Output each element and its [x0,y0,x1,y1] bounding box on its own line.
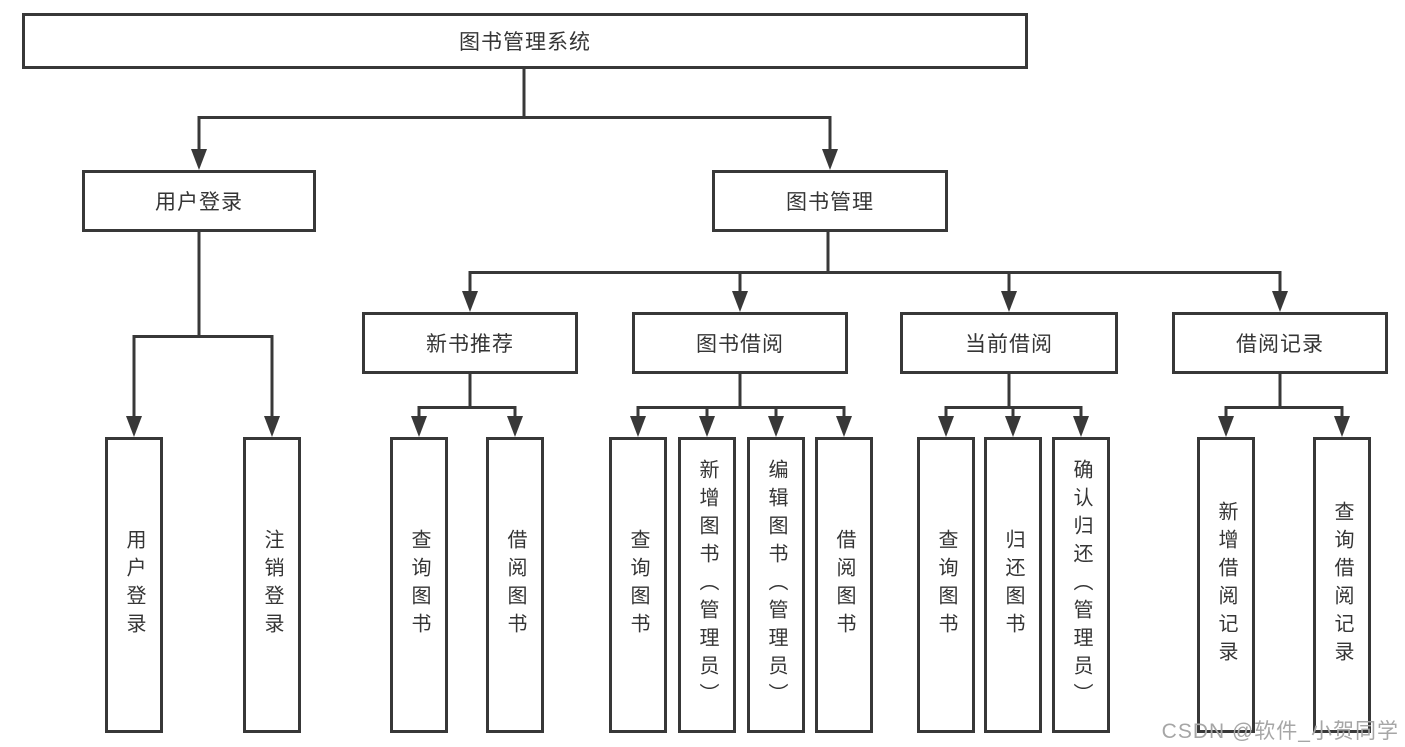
leaf-query-books-borrow: 查询图书 [609,437,667,733]
node-new-book-recommend: 新书推荐 [362,312,578,374]
node-current-borrowing: 当前借阅 [900,312,1118,374]
leaf-confirm-return-admin: 确认归还（管理员） [1052,437,1110,733]
csdn-watermark: CSDN @软件_小贺同学 [1161,720,1399,743]
leaf-add-books-admin: 新增图书（管理员） [678,437,736,733]
leaf-add-borrow-record: 新增借阅记录 [1197,437,1255,733]
leaf-query-books-current: 查询图书 [917,437,975,733]
leaf-query-books-recommend: 查询图书 [390,437,448,733]
leaf-edit-books-admin: 编辑图书（管理员） [747,437,805,733]
leaf-borrow-books: 借阅图书 [815,437,873,733]
node-library-system: 图书管理系统 [22,13,1028,69]
node-user-login: 用户登录 [82,170,316,232]
node-borrow-records: 借阅记录 [1172,312,1388,374]
leaf-borrow-books-recommend: 借阅图书 [486,437,544,733]
node-book-borrowing: 图书借阅 [632,312,848,374]
node-book-management: 图书管理 [712,170,948,232]
leaf-user-login: 用户登录 [105,437,163,733]
leaf-query-borrow-record: 查询借阅记录 [1313,437,1371,733]
leaf-logout-login: 注销登录 [243,437,301,733]
leaf-return-books: 归还图书 [984,437,1042,733]
